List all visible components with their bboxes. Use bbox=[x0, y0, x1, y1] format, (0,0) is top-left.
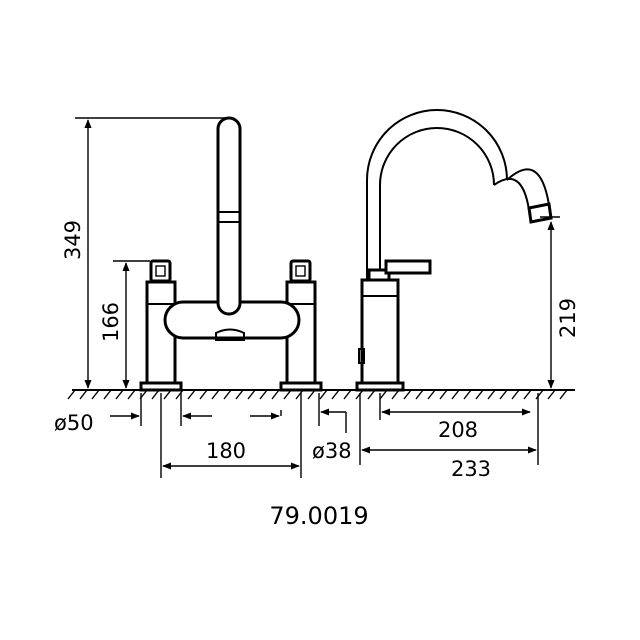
mixer-side-view bbox=[355, 109, 553, 392]
dim-centres: 180 bbox=[160, 393, 302, 478]
dim-spout-reach: 208 bbox=[379, 393, 531, 442]
left-handle bbox=[149, 259, 172, 283]
dim-handle-height: 166 bbox=[99, 260, 150, 389]
dim-o50-label: ø50 bbox=[54, 411, 94, 435]
dim-pillar-diameter: ø50 bbox=[54, 393, 212, 435]
bridge-mixer-front-view bbox=[139, 116, 323, 392]
dim-180-label: 180 bbox=[206, 439, 246, 463]
dim-219-label: 219 bbox=[556, 298, 580, 338]
dim-total-height: 349 bbox=[61, 117, 228, 389]
ground-line bbox=[67, 389, 575, 400]
right-handle bbox=[289, 259, 312, 283]
side-lever bbox=[384, 259, 432, 275]
spout-outlet bbox=[527, 202, 553, 224]
dim-208-label: 208 bbox=[438, 418, 478, 442]
dim-outlet-height: 219 bbox=[540, 216, 580, 389]
dim-233-label: 233 bbox=[451, 457, 491, 481]
product-code: 79.0019 bbox=[269, 502, 368, 530]
swivel-spout bbox=[216, 116, 242, 316]
dim-349-label: 349 bbox=[61, 220, 85, 260]
dim-overall-reach: 233 bbox=[359, 393, 539, 481]
dim-mixer-diameter: ø38 bbox=[250, 393, 352, 463]
mixer-body bbox=[360, 278, 400, 386]
dim-166-label: 166 bbox=[99, 302, 123, 342]
dim-o38-label: ø38 bbox=[312, 439, 352, 463]
